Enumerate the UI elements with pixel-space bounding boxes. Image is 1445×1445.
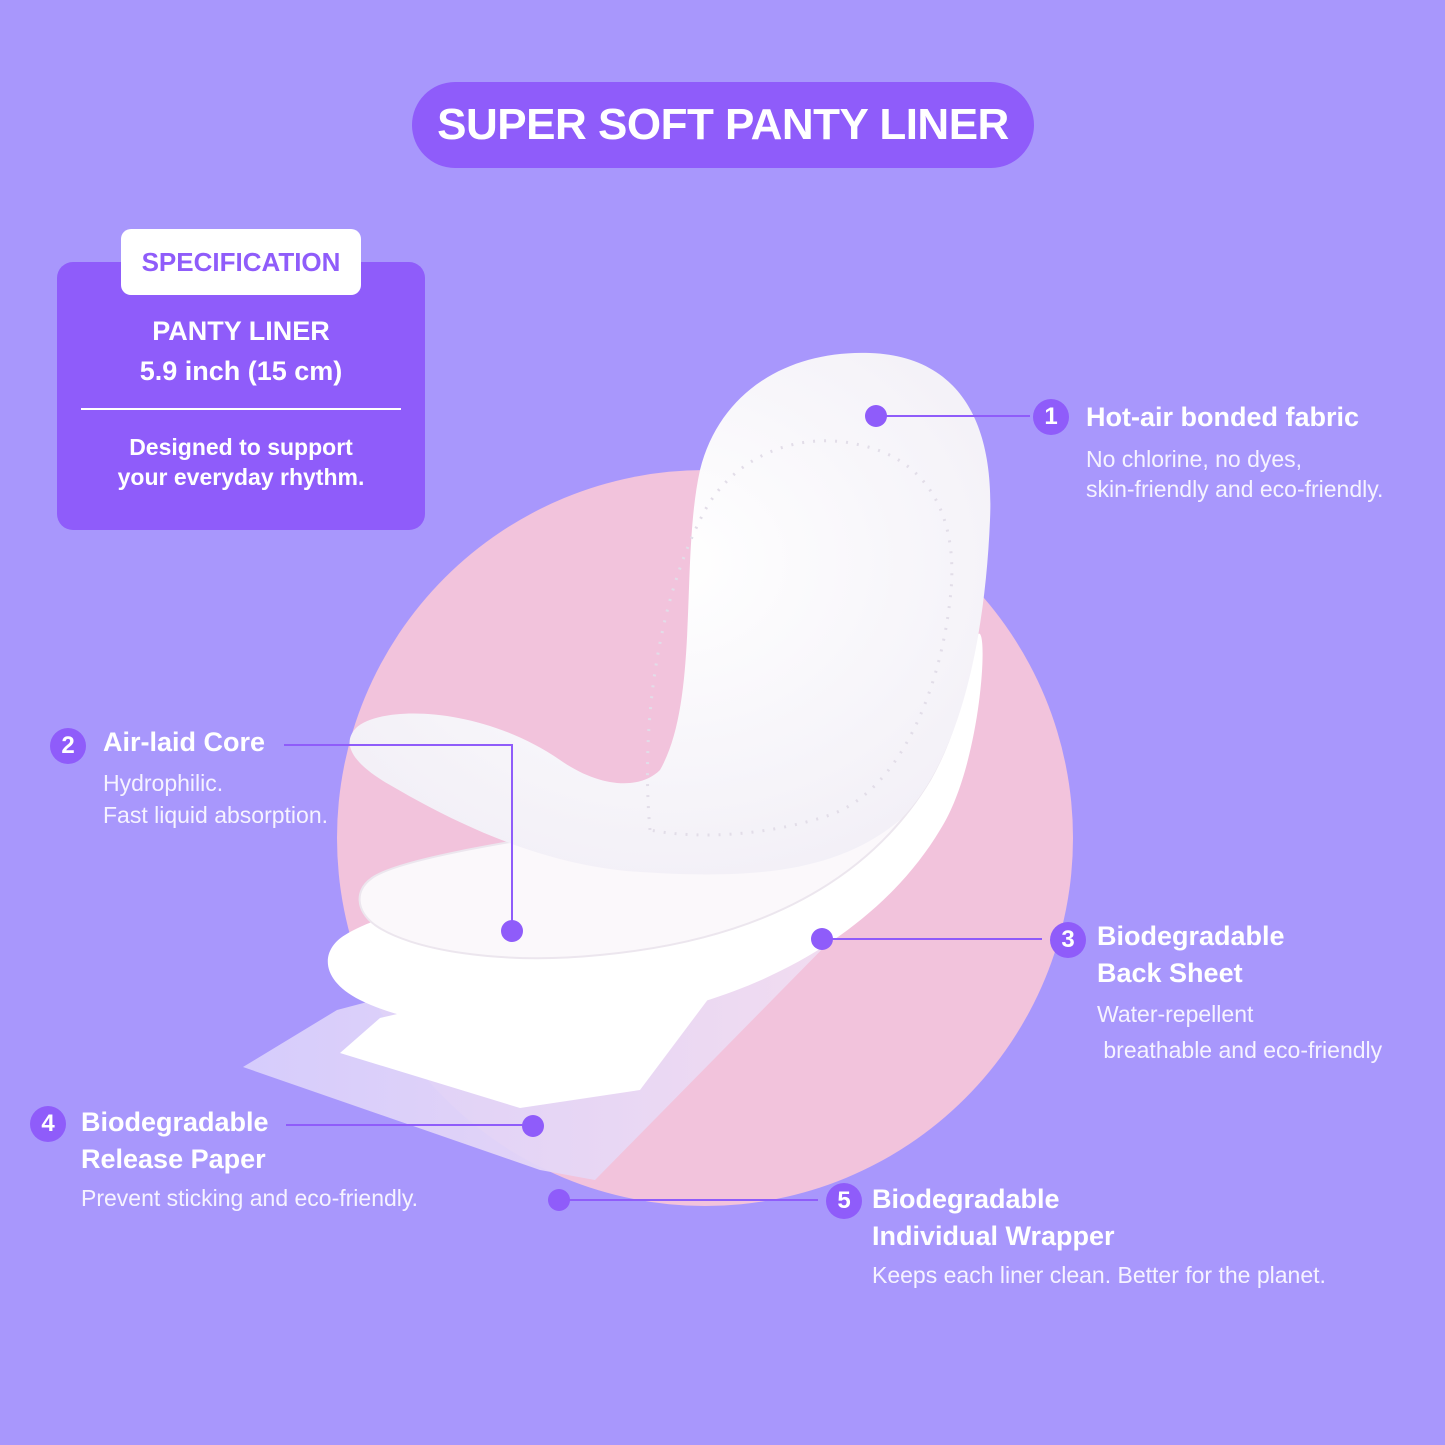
layer-2-number: 2: [50, 728, 86, 764]
connector-dot-1: [865, 405, 887, 427]
layer-5-desc-line1: Keeps each liner clean. Better for the p…: [872, 1262, 1326, 1288]
connector-dot-3: [811, 928, 833, 950]
layer-1-title: Hot-air bonded fabric: [1086, 402, 1360, 432]
perforation-line: [645, 439, 954, 837]
layer-3-number: 3: [1050, 922, 1086, 958]
spec-product-name: PANTY LINER: [152, 316, 330, 346]
connector-dot-5: [548, 1189, 570, 1211]
layer-4-desc-line1: Prevent sticking and eco-friendly.: [81, 1185, 419, 1211]
layer-3-desc-line1: Water-repellent: [1097, 1001, 1254, 1027]
layer-4-number: 4: [30, 1106, 66, 1142]
page-title: SUPER SOFT PANTY LINER: [412, 82, 1034, 168]
spec-divider: [81, 408, 401, 410]
spec-size: 5.9 inch (15 cm): [139, 356, 343, 386]
specification-card: [57, 262, 425, 530]
layer-1-desc-line1: No chlorine, no dyes,: [1086, 446, 1303, 472]
layer-3-desc-line2: breathable and eco-friendly: [1097, 1037, 1383, 1063]
layer-2-desc-line1: Hydrophilic.: [103, 770, 224, 796]
layer-5-title-line2: Individual Wrapper: [872, 1221, 1115, 1251]
layer-2-title: Air-laid Core: [103, 727, 266, 757]
layer-4-title-line1: Biodegradable: [81, 1107, 269, 1137]
layer-5-title-line1: Biodegradable: [872, 1184, 1060, 1214]
connector-dot-2: [501, 920, 523, 942]
layer-1-number: 1: [1033, 399, 1069, 435]
layer-3-title-line1: Biodegradable: [1097, 921, 1285, 951]
layer-4-title-line2: Release Paper: [81, 1144, 266, 1174]
layer-5-number: 5: [826, 1183, 862, 1219]
layer-2-desc-line2: Fast liquid absorption.: [103, 802, 329, 828]
spec-description-line1: Designed to support: [129, 434, 353, 460]
specification-tag: SPECIFICATION: [121, 229, 361, 295]
layer-1-desc-line2: skin-friendly and eco-friendly.: [1086, 476, 1384, 502]
layer-3-title-line2: Back Sheet: [1097, 958, 1243, 988]
connector-line-2: [284, 744, 513, 930]
connector-dot-4: [522, 1115, 544, 1137]
spec-description-line2: your everyday rhythm.: [117, 464, 365, 490]
